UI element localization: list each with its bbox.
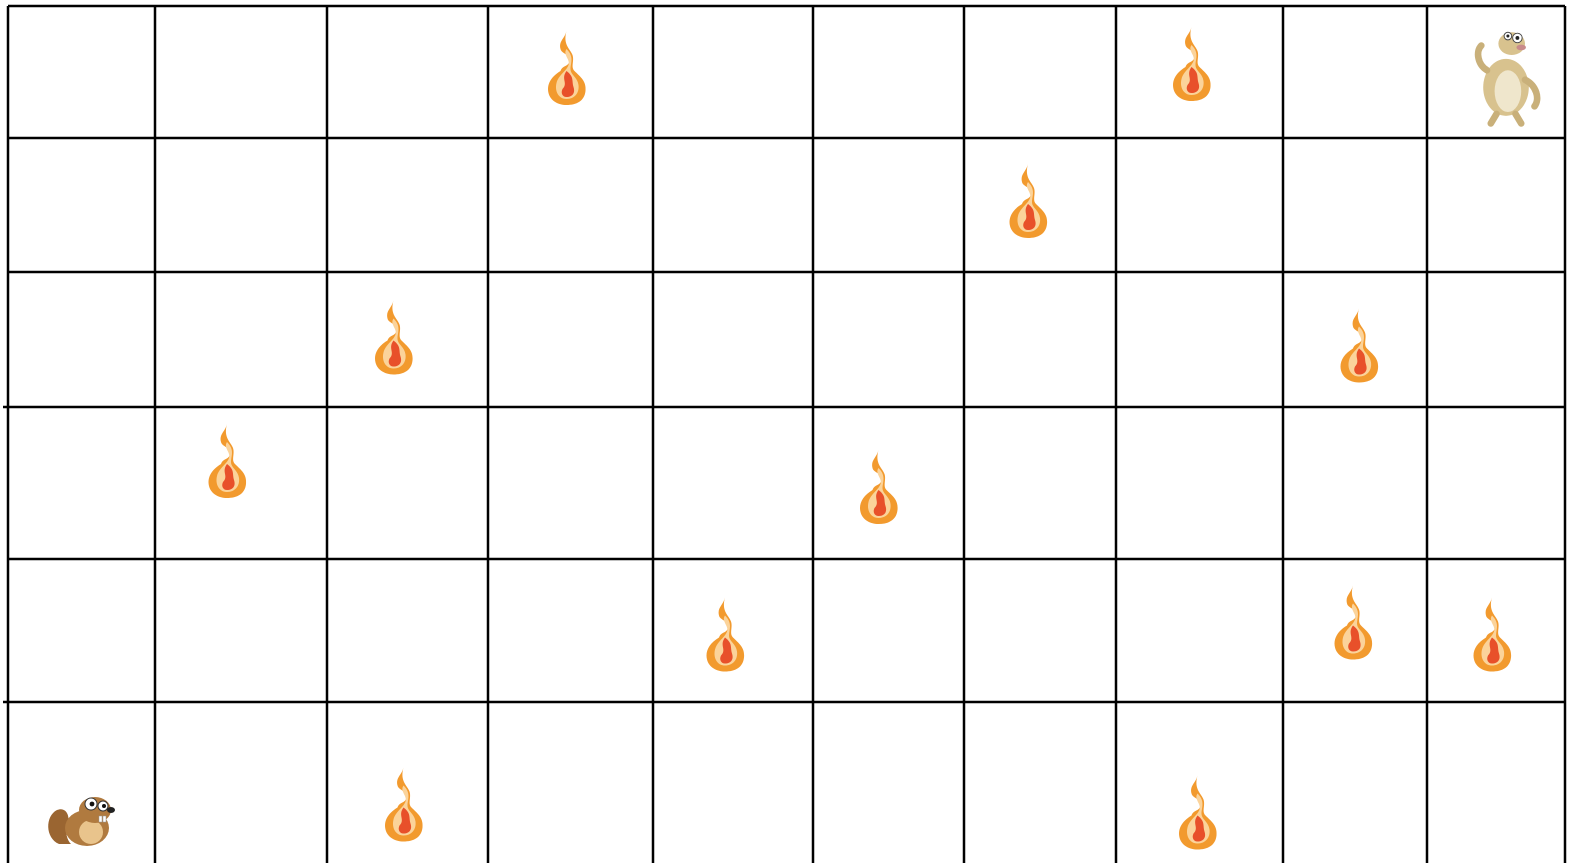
grid-cell-r0-c5[interactable] xyxy=(813,6,964,138)
grid-cell-r4-c7[interactable] xyxy=(1116,559,1283,702)
grid-cell-r1-c4[interactable] xyxy=(653,138,813,272)
grid-cell-r3-c5[interactable] xyxy=(813,407,964,559)
grid-cell-r4-c0[interactable] xyxy=(8,559,155,702)
grid-cell-r2-c8[interactable] xyxy=(1283,272,1427,407)
grid-cell-r0-c2[interactable] xyxy=(327,6,488,138)
grid-cell-r5-c6[interactable] xyxy=(964,702,1116,863)
grid-cell-r0-c0[interactable] xyxy=(8,6,155,138)
grid-cell-r1-c7[interactable] xyxy=(1116,138,1283,272)
grid-cell-r3-c7[interactable] xyxy=(1116,407,1283,559)
grid-cell-r2-c0[interactable] xyxy=(8,272,155,407)
grid-cell-r4-c3[interactable] xyxy=(488,559,653,702)
grid-cell-r1-c0[interactable] xyxy=(8,138,155,272)
grid-cell-r5-c1[interactable] xyxy=(155,702,327,863)
grid-cell-r0-c8[interactable] xyxy=(1283,6,1427,138)
grid-cell-r4-c5[interactable] xyxy=(813,559,964,702)
grid-cell-r0-c1[interactable] xyxy=(155,6,327,138)
grid-cell-r4-c1[interactable] xyxy=(155,559,327,702)
grid-cell-r2-c4[interactable] xyxy=(653,272,813,407)
grid-cell-r4-c2[interactable] xyxy=(327,559,488,702)
grid-cell-r1-c2[interactable] xyxy=(327,138,488,272)
grid-cell-r3-c4[interactable] xyxy=(653,407,813,559)
grid-cell-r3-c2[interactable] xyxy=(327,407,488,559)
grid-cell-r1-c3[interactable] xyxy=(488,138,653,272)
grid-cell-r1-c9[interactable] xyxy=(1427,138,1565,272)
grid-cell-r3-c9[interactable] xyxy=(1427,407,1565,559)
grid-cell-r5-c9[interactable] xyxy=(1427,702,1565,863)
grid-cell-r2-c6[interactable] xyxy=(964,272,1116,407)
grid-cell-r3-c0[interactable] xyxy=(8,407,155,559)
grid-cell-r4-c6[interactable] xyxy=(964,559,1116,702)
grid-cell-r1-c1[interactable] xyxy=(155,138,327,272)
grid-cell-r2-c5[interactable] xyxy=(813,272,964,407)
grid-cell-r2-c1[interactable] xyxy=(155,272,327,407)
grid-cell-r0-c4[interactable] xyxy=(653,6,813,138)
grid-cell-r3-c3[interactable] xyxy=(488,407,653,559)
grid-cell-r5-c8[interactable] xyxy=(1283,702,1427,863)
grid-cell-r3-c8[interactable] xyxy=(1283,407,1427,559)
grid-cell-r1-c8[interactable] xyxy=(1283,138,1427,272)
grid-cell-r2-c7[interactable] xyxy=(1116,272,1283,407)
grid-cell-r0-c6[interactable] xyxy=(964,6,1116,138)
grid-cell-r2-c3[interactable] xyxy=(488,272,653,407)
grid-cell-r4-c4[interactable] xyxy=(653,559,813,702)
grid-cell-r5-c4[interactable] xyxy=(653,702,813,863)
grid-cell-r1-c5[interactable] xyxy=(813,138,964,272)
grid-cell-r5-c5[interactable] xyxy=(813,702,964,863)
grid-cell-r1-c6[interactable] xyxy=(964,138,1116,272)
fires-layer xyxy=(8,6,1565,863)
grid-cell-r5-c3[interactable] xyxy=(488,702,653,863)
grid-cell-r2-c9[interactable] xyxy=(1427,272,1565,407)
grid-cell-r3-c6[interactable] xyxy=(964,407,1116,559)
grid-cell-r2-c2[interactable] xyxy=(327,272,488,407)
